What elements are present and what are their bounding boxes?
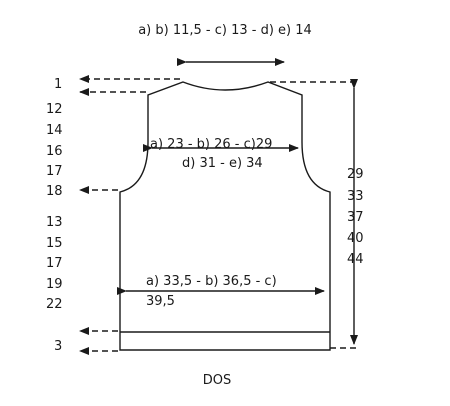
left-number: 17 — [46, 256, 63, 271]
hip-width-label-line1: a) 33,5 - b) 36,5 - c) — [146, 274, 277, 289]
left-number: 13 — [46, 215, 63, 230]
neck-width-label: a) b) 11,5 - c) 13 - d) e) 14 — [138, 23, 312, 38]
piece-name-label: DOS — [203, 373, 232, 388]
right-number: 44 — [347, 252, 364, 267]
right-height-numbers: 29 33 37 40 44 — [347, 167, 364, 267]
left-number: 3 — [54, 339, 62, 354]
left-number: 12 — [46, 102, 63, 117]
left-number: 15 — [46, 236, 63, 251]
right-number: 29 — [347, 167, 364, 182]
hip-width-label-line2: 39,5 — [146, 294, 175, 309]
right-number: 33 — [347, 189, 364, 204]
chest-width-label-line2: d) 31 - e) 34 — [182, 156, 263, 171]
back-piece-outline — [119, 81, 331, 351]
right-number: 37 — [347, 210, 364, 225]
left-number: 1 — [54, 77, 62, 92]
left-number: 16 — [46, 144, 63, 159]
left-number: 18 — [46, 184, 63, 199]
left-number: 22 — [46, 297, 63, 312]
left-row-numbers: 1 12 14 16 17 18 13 15 17 19 22 3 — [46, 77, 63, 354]
chest-width-label-line1: a) 23 - b) 26 - c)29 — [150, 137, 272, 152]
left-number: 19 — [46, 277, 63, 292]
left-number: 14 — [46, 123, 63, 138]
left-number: 17 — [46, 164, 63, 179]
right-number: 40 — [347, 231, 364, 246]
